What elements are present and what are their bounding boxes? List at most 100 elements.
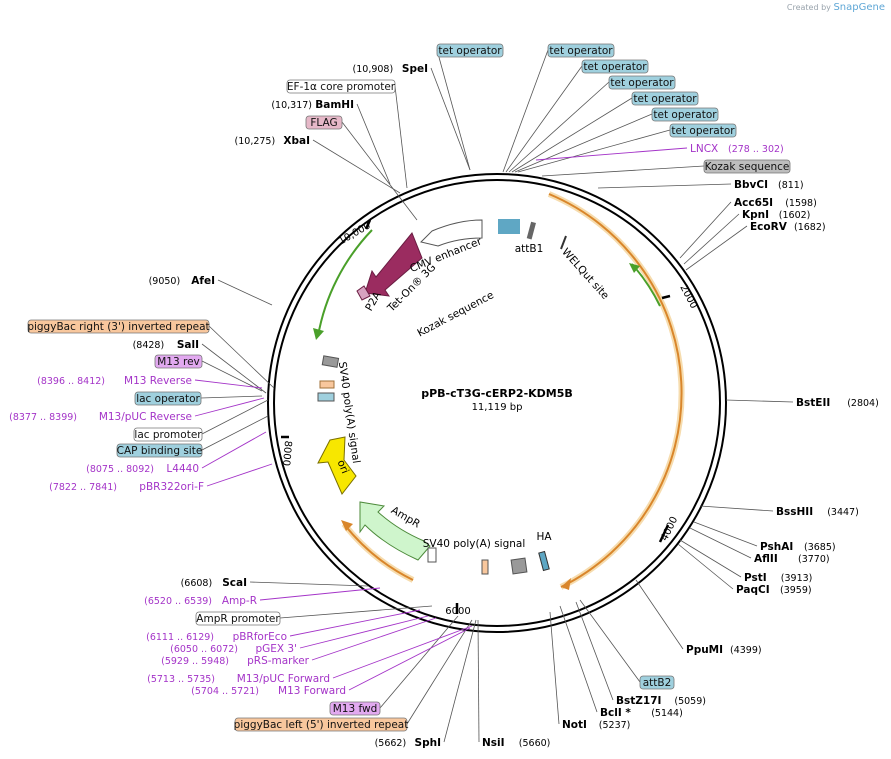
primer-amp-r-position: (6520 .. 6539) <box>144 596 212 607</box>
kozak-feature <box>321 355 340 368</box>
leader-line <box>725 399 794 403</box>
site-bstz17i: BstZ17I <box>616 695 661 707</box>
primer-leader-line <box>289 609 421 637</box>
primer-m13-puc-reverse: M13/pUC Reverse <box>99 411 192 423</box>
tet-operator-label-5-box <box>651 107 719 122</box>
site-paqci: PaqCI <box>736 584 770 596</box>
primer-pbr322ori-f: pBR322ori-F <box>139 481 204 493</box>
lac-operator-feature <box>317 392 335 402</box>
leader-line <box>201 343 267 394</box>
leader-line <box>502 49 549 173</box>
site-aflii: AflII <box>754 553 778 565</box>
site-acc65i: Acc65I <box>734 197 773 209</box>
ampr-promoter-feature <box>427 547 437 563</box>
tet-operator-label-6-box <box>669 123 737 138</box>
primer-m13-puc-forward: M13/pUC Forward <box>237 673 330 685</box>
site-bcli: BclI * <box>600 707 631 719</box>
site-acc65i-position: (1598) <box>785 198 817 209</box>
primer-leader-line <box>299 615 429 649</box>
kdm5b-arrowhead <box>561 578 571 590</box>
primer-m13-puc-forward-position: (5713 .. 5735) <box>147 674 215 685</box>
primer-m13-reverse-position: (8396 .. 8412) <box>37 376 105 387</box>
leader-line <box>559 605 598 713</box>
leader-line <box>201 360 263 392</box>
leader-line <box>430 67 471 171</box>
piggybac-left-feature <box>481 559 489 575</box>
leader-line <box>200 395 263 399</box>
primer-lncx-position: (278 .. 302) <box>728 144 784 155</box>
green-arc-right-head <box>629 263 640 273</box>
leader-line <box>356 103 391 185</box>
leader-line <box>505 65 583 173</box>
leader-line <box>677 543 734 590</box>
primer-l4440: L4440 <box>166 463 199 475</box>
site-ecorv: EcoRV <box>750 221 788 233</box>
tick-mark <box>661 294 671 300</box>
leader-line <box>693 521 758 547</box>
attb1-feature <box>526 221 536 240</box>
piggybac-right-3-inverted-repeat-label-10-box <box>27 319 210 334</box>
leader-line <box>208 325 275 389</box>
m13-fwd-label-16: M13 fwd <box>333 703 378 715</box>
ampr-promoter-label-15: AmpR promoter <box>196 613 280 625</box>
primer-leader-line <box>259 587 381 601</box>
leader-line <box>549 611 560 725</box>
green-arc-left <box>317 229 373 337</box>
primer-pbrforeco: pBRforEco <box>233 631 287 643</box>
leader-line <box>201 415 269 451</box>
piggybac-left-5-inverted-repeat-label-17: piggyBac left (5') inverted repeat <box>234 719 409 731</box>
cap-binding-site-label-14-box <box>116 443 203 458</box>
leader-line <box>508 81 610 173</box>
tick-label-2000: 2000 <box>677 283 699 311</box>
leader-line <box>217 279 273 306</box>
leader-lines <box>194 49 794 743</box>
leader-line <box>312 139 401 194</box>
piggybac-right-feature <box>319 380 335 389</box>
plasmid-size: 11,119 bp <box>472 402 523 413</box>
site-bcli-position: (5144) <box>651 708 683 719</box>
leader-line <box>436 49 471 171</box>
lac-operator-label-12: lac operator <box>136 393 200 405</box>
flag-label-8-box <box>305 115 343 130</box>
leader-line <box>597 183 732 189</box>
leader-line <box>575 601 614 701</box>
tet-operator-label-1-box <box>547 43 615 58</box>
feature-label-ha-10: HA <box>536 531 552 543</box>
tet-operator-label-6: tet operator <box>671 125 735 137</box>
kozak-sequence-label-9: Kozak sequence <box>705 161 790 173</box>
primer-leader-line <box>332 625 473 679</box>
green-arc-left-head <box>313 328 324 340</box>
site-psti-position: (3913) <box>781 573 813 584</box>
leader-line <box>394 85 408 189</box>
attb2-label-18-box <box>639 675 675 690</box>
credit-prefix: Created by <box>786 3 831 12</box>
leader-line <box>341 121 418 221</box>
site-scai: ScaI <box>222 577 247 589</box>
feature-label-ori-7: ori <box>335 458 351 475</box>
leader-line <box>511 97 633 173</box>
ha-feature <box>538 550 550 572</box>
flag-label-8: FLAG <box>310 117 337 129</box>
site-xbai: XbaI <box>283 135 310 147</box>
tick-mark <box>364 219 372 230</box>
cmv-enhancer-feature <box>420 219 483 247</box>
leader-line <box>699 505 774 512</box>
piggybac-left-5-inverted-repeat-label-17-box <box>234 717 408 732</box>
tet-operator-label-2: tet operator <box>583 61 647 73</box>
ampr-feature <box>359 501 431 561</box>
primer-leader-line <box>206 463 273 487</box>
ef-1-core-promoter-label-7-box <box>286 79 396 94</box>
primer-m13-reverse: M13 Reverse <box>124 375 192 387</box>
tick-label-8000: 8000 <box>280 440 293 466</box>
feature-label-kozak-sequence-3: Kozak sequence <box>415 289 495 339</box>
site-bsteii: BstEII <box>796 397 830 409</box>
site-kpni-position: (1602) <box>779 210 811 221</box>
primer-leader-line <box>201 431 267 469</box>
leader-line <box>541 165 705 177</box>
site-spei: SpeI <box>402 63 428 75</box>
feature-label-sv40-poly-a-signal-9: SV40 poly(A) signal <box>423 538 526 550</box>
p2a-feature <box>356 285 371 301</box>
site-nsii: NsiI <box>482 737 505 749</box>
orange-arc-left <box>343 523 414 581</box>
